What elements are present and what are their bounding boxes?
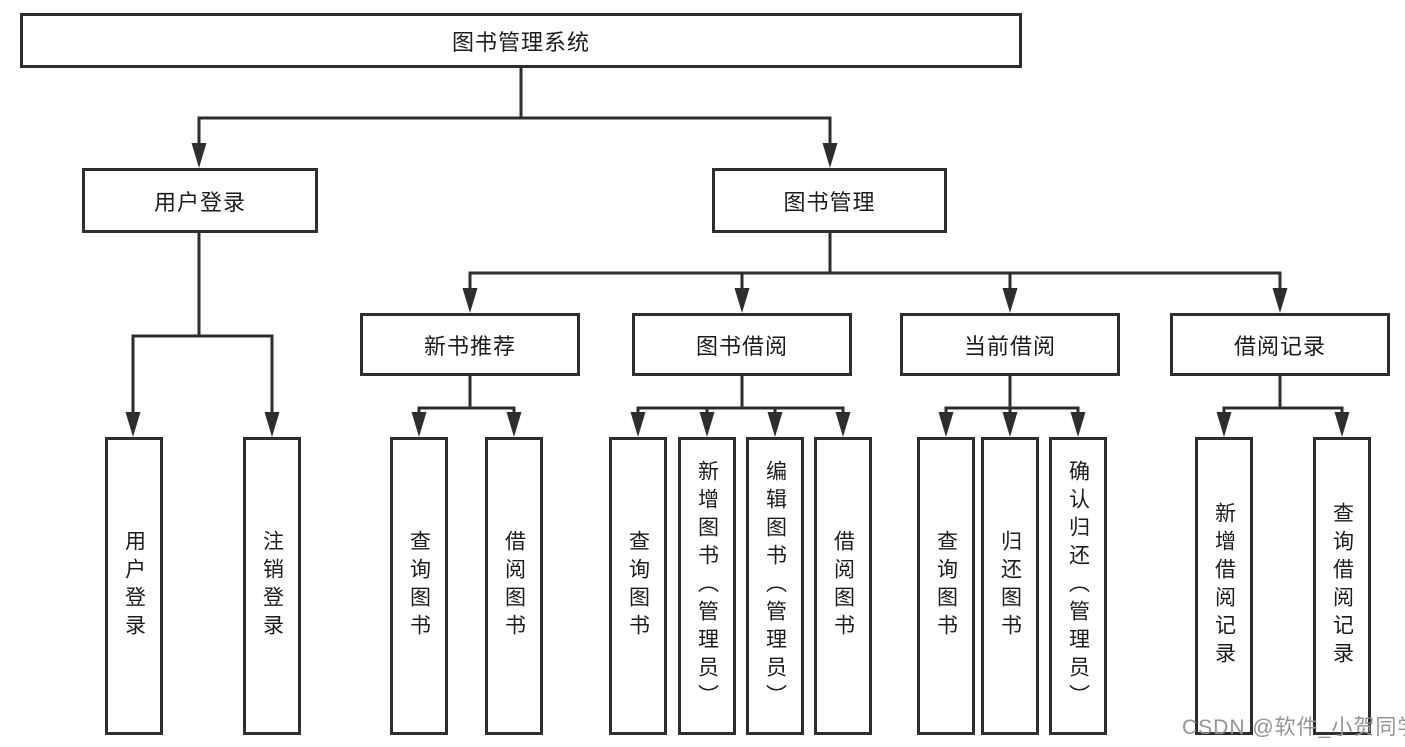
node-leaf-logout: 注销登录 bbox=[243, 437, 301, 735]
node-leaf-borrowing-query-books: 查询图书 bbox=[609, 437, 667, 735]
node-leaf-borrowing-edit-book-admin: 编辑图书（管理员） bbox=[746, 437, 804, 735]
node-current-borrowing: 当前借阅 bbox=[900, 313, 1120, 376]
node-leaf-recommend-query-books: 查询图书 bbox=[390, 437, 448, 735]
node-leaf-current-confirm-return-admin: 确认归还（管理员） bbox=[1049, 437, 1107, 735]
node-leaf-records-add-borrow-record: 新增借阅记录 bbox=[1195, 437, 1253, 735]
node-leaf-borrowing-add-book-admin: 新增图书（管理员） bbox=[678, 437, 736, 735]
node-book-borrowing: 图书借阅 bbox=[632, 313, 852, 376]
node-leaf-borrowing-borrow-books: 借阅图书 bbox=[814, 437, 872, 735]
node-new-book-recommendation: 新书推荐 bbox=[360, 313, 580, 376]
node-leaf-current-query-books: 查询图书 bbox=[917, 437, 975, 735]
node-leaf-user-login: 用户登录 bbox=[105, 437, 163, 735]
node-book-management: 图书管理 bbox=[712, 168, 947, 233]
node-leaf-recommend-borrow-books: 借阅图书 bbox=[485, 437, 543, 735]
node-leaf-current-return-books: 归还图书 bbox=[981, 437, 1039, 735]
node-user-login: 用户登录 bbox=[82, 168, 318, 233]
node-library-management-system: 图书管理系统 bbox=[20, 13, 1022, 68]
node-borrowing-records: 借阅记录 bbox=[1170, 313, 1390, 376]
csdn-watermark: CSDN @软件_小贺同学 bbox=[1182, 716, 1405, 739]
node-leaf-records-query-borrow-record: 查询借阅记录 bbox=[1313, 437, 1371, 735]
